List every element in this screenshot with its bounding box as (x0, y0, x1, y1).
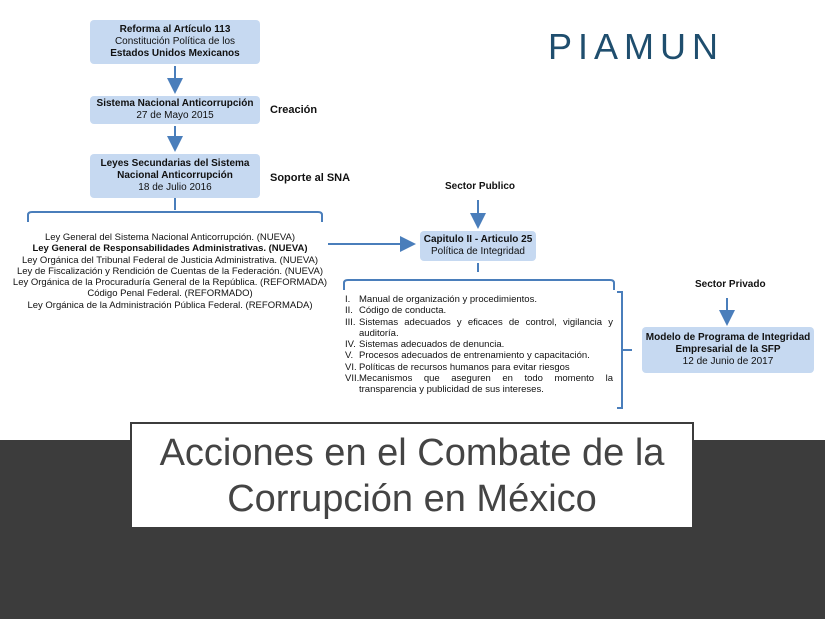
label-sector-privado: Sector Privado (695, 279, 766, 290)
box-line: Estados Unidos Mexicanos (110, 48, 240, 59)
title-line: Acciones en el Combate de la (159, 431, 665, 474)
policy-text: Políticas de recursos humanos para evita… (359, 361, 570, 373)
policy-number: VI. (345, 361, 357, 373)
policy-number: II. (345, 305, 353, 317)
reforma-box: Reforma al Artículo 113 Constitución Pol… (90, 20, 260, 64)
laws-list: Ley General del Sistema Nacional Anticor… (10, 232, 330, 311)
policy-item: II. Código de conducta. (345, 305, 613, 316)
policy-text: Mecanismos que aseguren en todo momento … (359, 373, 613, 396)
policy-item: III.Sistemas adecuados y eficaces de con… (345, 317, 613, 340)
policy-number: V. (345, 350, 354, 362)
box-line: Reforma al Artículo 113 (119, 24, 231, 35)
policy-item: I. Manual de organización y procedimiento… (345, 294, 613, 305)
policy-number: IV. (345, 339, 356, 351)
box-line: Capitulo II - Articulo 25 (423, 234, 533, 245)
policy-item: V. Procesos adecuados de entrenamiento y … (345, 350, 613, 361)
law-item: Ley General del Sistema Nacional Anticor… (44, 232, 296, 243)
sna-box: Sistema Nacional Anticorrupción 27 de Ma… (90, 96, 260, 124)
policy-item: VII.Mecanismos que aseguren en todo mome… (345, 373, 613, 396)
policy-text: Sistemas adecuados de denuncia. (359, 339, 505, 351)
law-item: Ley Orgánica de la Administración Públic… (27, 299, 313, 311)
brace-policies (617, 291, 632, 409)
leyes-box: Leyes Secundarias del Sistema Nacional A… (90, 154, 260, 198)
law-item: Ley de Fiscalización y Rendición de Cuen… (16, 265, 324, 277)
label-creacion: Creación (270, 104, 318, 116)
law-item: Ley General de Responsabilidades Adminis… (32, 243, 308, 255)
box-line: Sistema Nacional Anticorrupción (96, 98, 254, 109)
law-item: Ley Orgánica de la Procuraduría General … (12, 277, 328, 289)
box-line: Política de Integridad (431, 246, 525, 257)
policy-text: Código de conducta. (359, 305, 447, 317)
policy-text: Procesos adecuados de entrenamiento y ca… (359, 350, 590, 362)
policy-number: I. (345, 294, 351, 305)
policy-number: VII. (345, 373, 360, 385)
capitulo-box: Capitulo II - Articulo 25 Política de In… (420, 231, 536, 261)
law-item: Código Penal Federal. (REFORMADO) (87, 288, 253, 300)
policy-item: IV.Sistemas adecuados de denuncia. (345, 339, 613, 350)
box-line: 27 de Mayo 2015 (136, 110, 214, 121)
slide-title: Acciones en el Combate de la Corrupción … (130, 422, 694, 529)
title-line: Corrupción en México (227, 477, 597, 520)
label-sector-publico: Sector Publico (445, 181, 516, 192)
brace-laws (27, 198, 323, 222)
box-line: Leyes Secundarias del Sistema (100, 158, 250, 169)
policy-number: III. (345, 316, 356, 328)
box-line: Empresarial de la SFP (675, 344, 781, 355)
box-line: Modelo de Programa de Integridad (645, 332, 811, 343)
policies-list: I. Manual de organización y procedimiento… (345, 294, 613, 396)
box-line: 18 de Julio 2016 (138, 182, 212, 193)
brace-capitulo (343, 263, 615, 290)
policy-text: Manual de organización y procedimientos. (359, 294, 537, 305)
modelo-box: Modelo de Programa de Integridad Empresa… (642, 327, 814, 373)
piamun-logo: PIAMUN (548, 26, 725, 67)
box-line: Nacional Anticorrupción (117, 170, 233, 181)
policy-text: Sistemas adecuados y eficaces de control… (359, 316, 613, 339)
label-soporte: Soporte al SNA (270, 172, 351, 184)
policy-item: VI.Políticas de recursos humanos para ev… (345, 362, 613, 373)
box-line: 12 de Junio de 2017 (682, 356, 774, 367)
box-line: Constitución Política de los (114, 36, 236, 47)
law-item: Ley Orgánica del Tribunal Federal de Jus… (21, 254, 319, 266)
